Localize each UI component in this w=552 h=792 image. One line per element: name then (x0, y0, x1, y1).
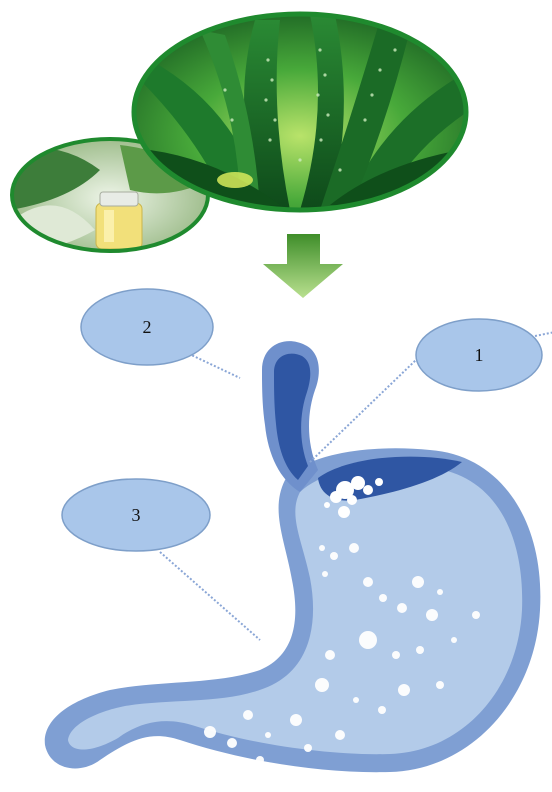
callout-3-label: 3 (132, 505, 141, 525)
down-arrow-icon (263, 234, 343, 298)
leader-line-1 (310, 358, 418, 462)
callout-1-label: 1 (475, 345, 484, 365)
leader-line-1-tail (535, 332, 552, 336)
leader-line-3 (160, 552, 260, 640)
stomach-illustration (45, 341, 541, 772)
callout-1: 1 (416, 319, 542, 391)
leader-line-2 (185, 352, 240, 378)
callout-2: 2 (81, 289, 213, 365)
callout-2-label: 2 (143, 317, 152, 337)
callout-3: 3 (62, 479, 210, 551)
